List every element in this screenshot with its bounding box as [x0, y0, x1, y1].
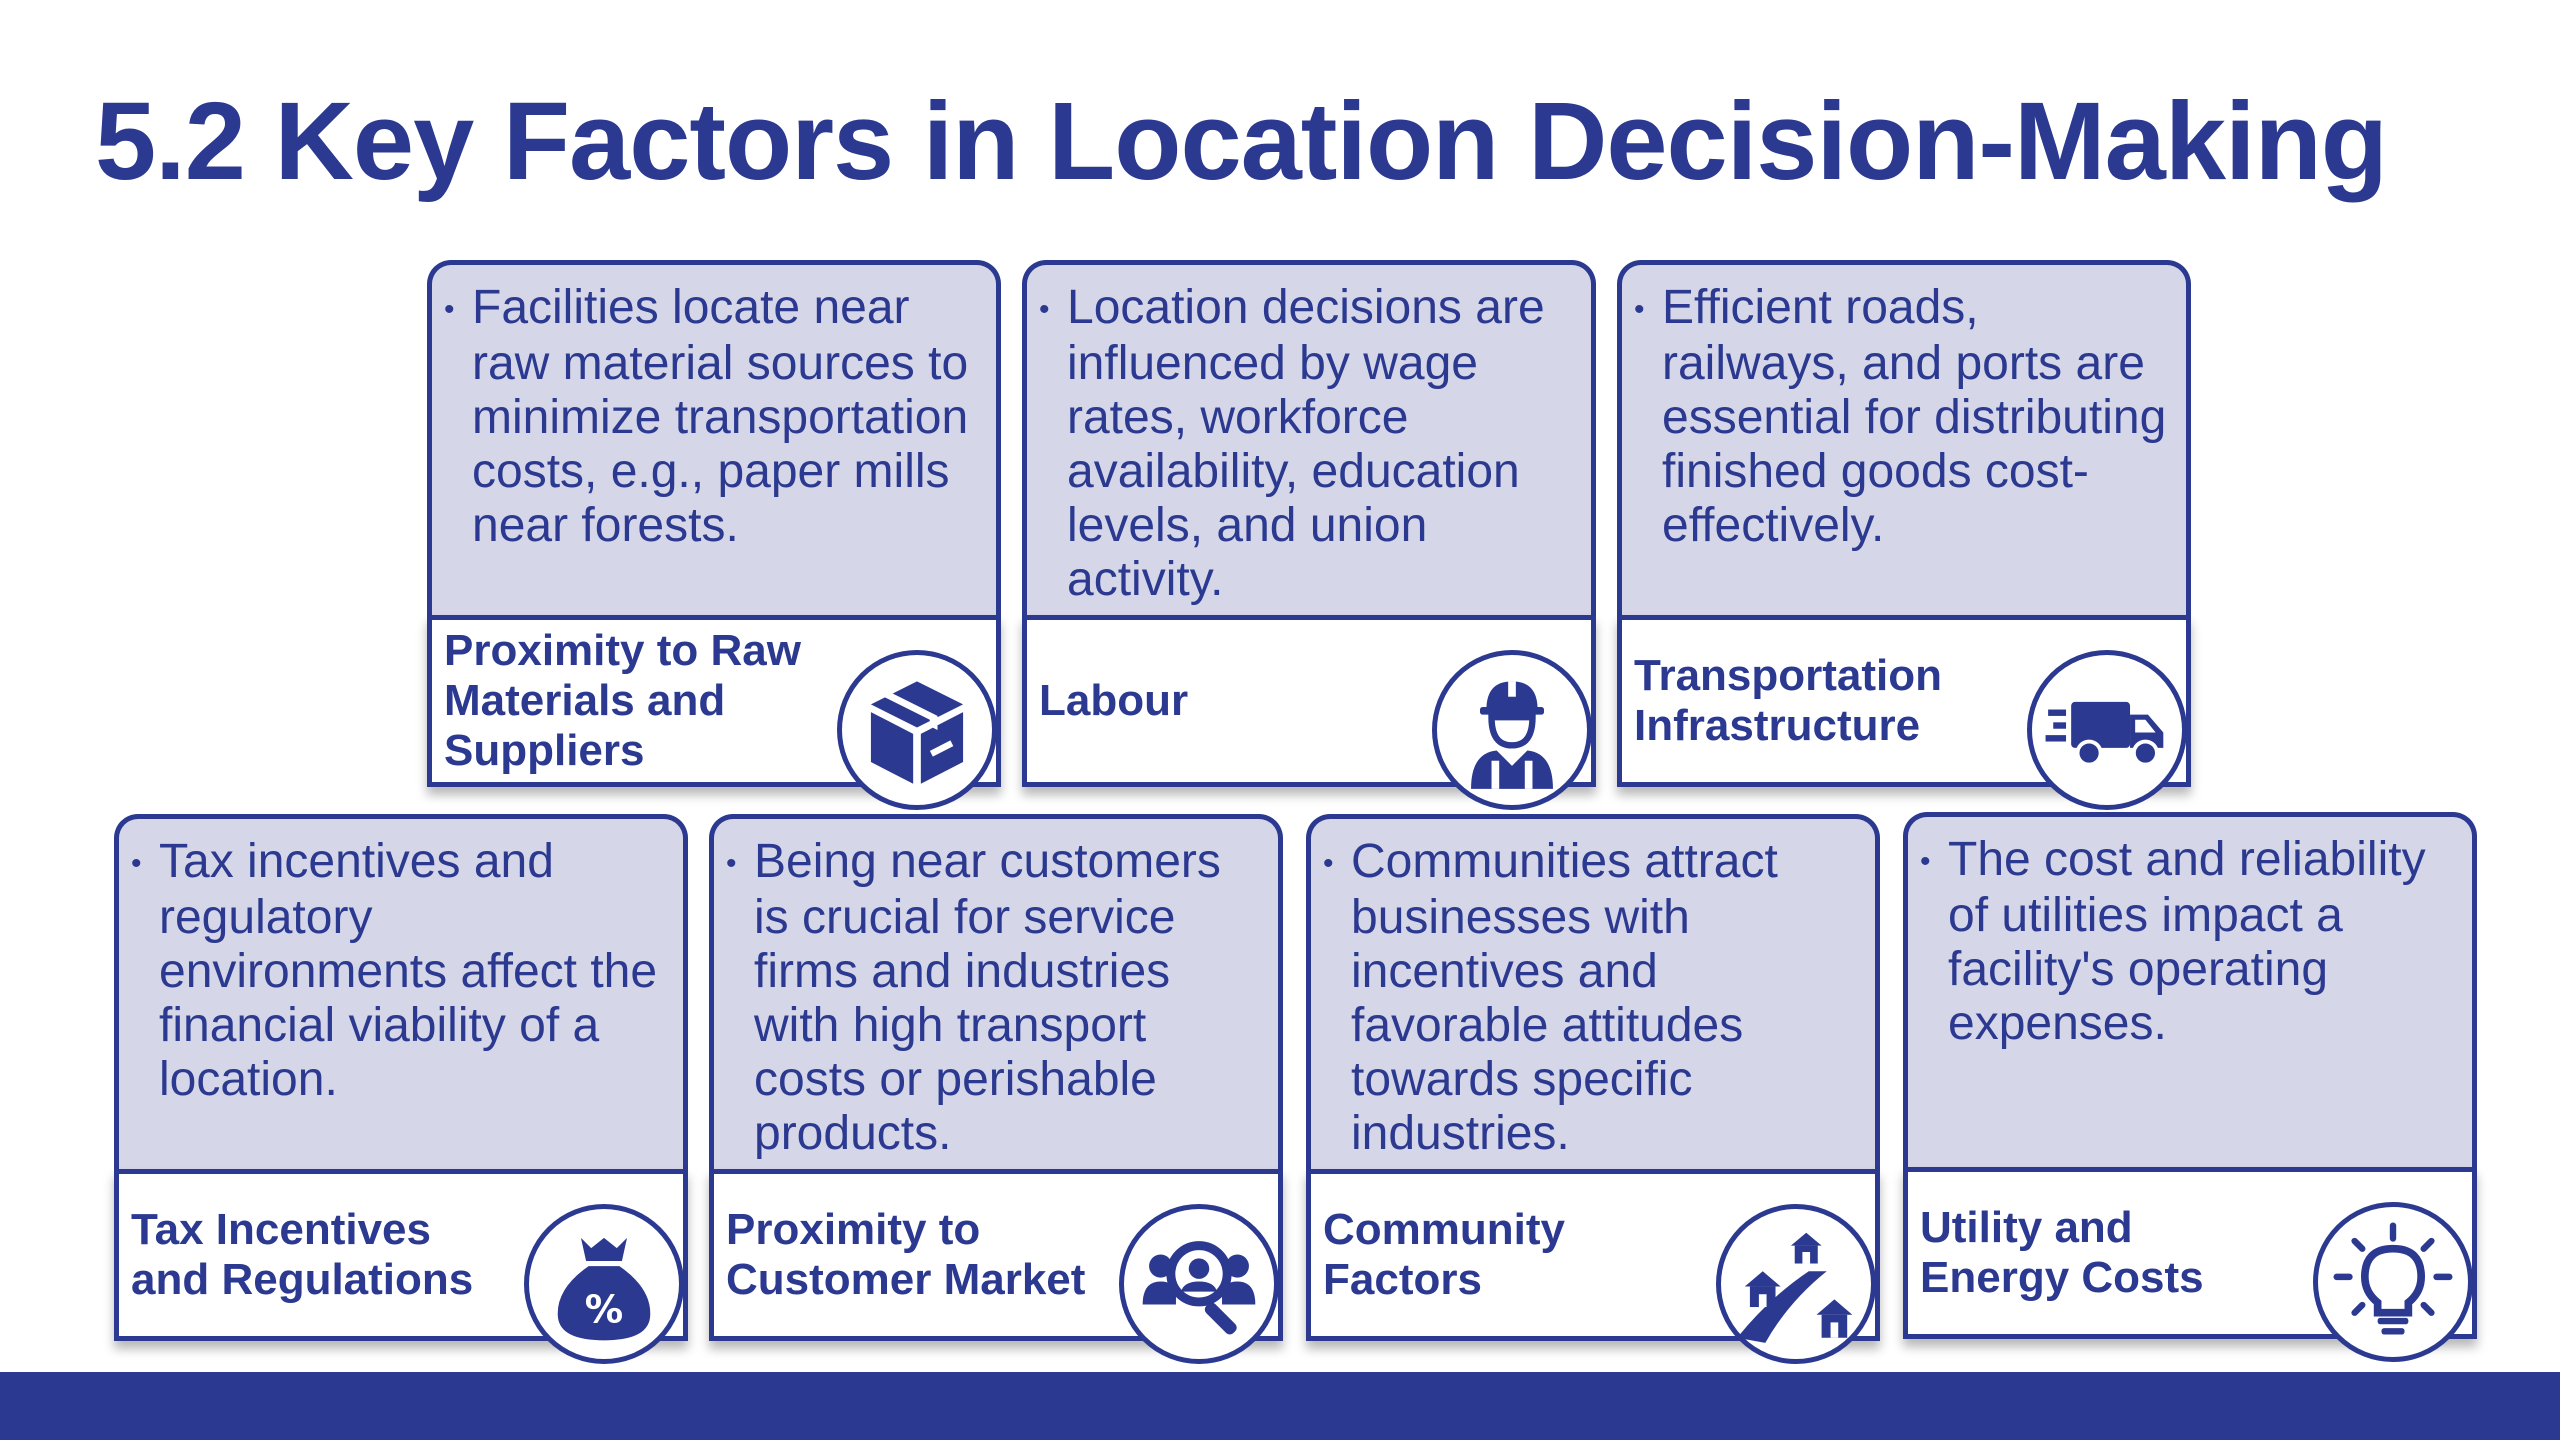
factor-description-box: Location decisions are influenced by wag… [1022, 260, 1596, 620]
factor-description-box: Being near customers is crucial for serv… [709, 814, 1283, 1174]
factor-label: Transportation Infrastructure [1634, 651, 1943, 750]
slide-title: 5.2 Key Factors in Location Decision-Mak… [95, 80, 2388, 203]
factor-label: Proximity to Raw Materials and Suppliers [444, 626, 801, 775]
factor-card-utility: The cost and reliability of utilities im… [1903, 812, 2477, 1362]
truck-icon [2027, 650, 2187, 810]
factor-description-box: The cost and reliability of utilities im… [1903, 812, 2477, 1172]
factor-description: Facilities locate near raw material sour… [444, 281, 980, 553]
houses-road-icon [1716, 1204, 1876, 1364]
factor-label: Labour [1039, 676, 1189, 725]
factor-description-box: Facilities locate near raw material sour… [427, 260, 1001, 620]
factor-label: Community Factors [1323, 1205, 1565, 1304]
factor-description: Tax incentives and regulatory environmen… [131, 835, 667, 1107]
factor-description: The cost and reliability of utilities im… [1920, 833, 2456, 1051]
factor-card-transportation: Efficient roads, railways, and ports are… [1617, 260, 2191, 810]
box-icon [837, 650, 997, 810]
factor-description: Location decisions are influenced by wag… [1039, 281, 1575, 607]
factor-label: Utility and Energy Costs [1920, 1203, 2204, 1302]
factor-description-box: Communities attract businesses with ince… [1306, 814, 1880, 1174]
worker-icon [1432, 650, 1592, 810]
factor-card-community: Communities attract businesses with ince… [1306, 814, 1880, 1364]
factor-description: Efficient roads, railways, and ports are… [1634, 281, 2170, 553]
factor-card-tax: Tax incentives and regulatory environmen… [114, 814, 688, 1364]
factor-description-box: Efficient roads, railways, and ports are… [1617, 260, 2191, 620]
factor-label-box: Community Factors [1306, 1169, 1880, 1341]
factor-label: Proximity to Customer Market [726, 1205, 1086, 1304]
lightbulb-icon [2313, 1202, 2473, 1362]
factor-card-labour: Location decisions are influenced by wag… [1022, 260, 1596, 810]
factor-description: Being near customers is crucial for serv… [726, 835, 1262, 1161]
factor-card-raw-materials: Facilities locate near raw material sour… [427, 260, 1001, 810]
svg-text:%: % [585, 1287, 623, 1332]
factor-description: Communities attract businesses with ince… [1323, 835, 1859, 1161]
factor-description-box: Tax incentives and regulatory environmen… [114, 814, 688, 1174]
money-bag-percent-icon: % [524, 1204, 684, 1364]
factor-card-customer-market: Being near customers is crucial for serv… [709, 814, 1283, 1364]
footer-bar [0, 1372, 2560, 1440]
customer-search-icon [1119, 1204, 1279, 1364]
factor-label: Tax Incentives and Regulations [131, 1205, 474, 1304]
